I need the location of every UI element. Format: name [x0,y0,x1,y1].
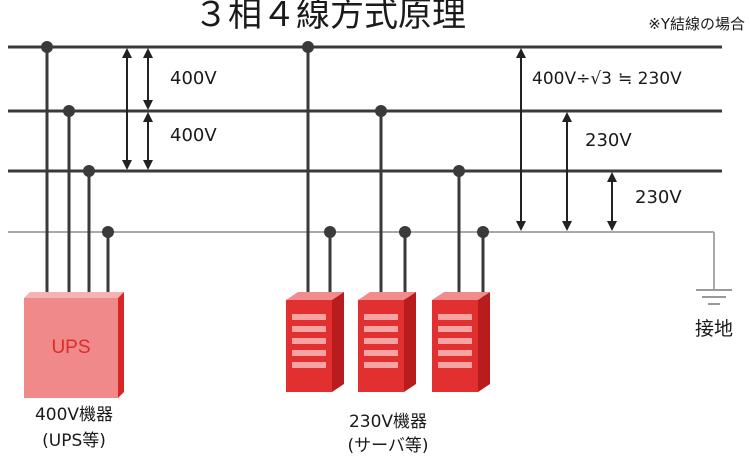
server-unit-2 [358,292,416,392]
ground-label: 接地 [695,318,733,340]
diagram-title: ３相４線方式原理 [194,0,466,35]
formula-left: 400V÷ [532,69,590,89]
ups-connections [45,47,110,300]
voltage-arrows [122,48,617,231]
voltage-label-230v-phase2: 230V [585,130,632,151]
formula-right: ≒ 230V [618,69,682,89]
server-unit-1 [286,292,344,392]
ups-box-label: UPS [51,337,90,358]
ups-junction-dots [41,41,114,238]
ground-symbol [696,289,732,305]
voltage-label-230v-phase3: 230V [635,187,682,208]
server-caption-line1: 230V機器 [349,412,427,432]
ups-side-face [118,292,124,398]
server-caption-line2: (サーバ等) [347,436,428,456]
server-unit-3 [432,292,490,392]
ups-unit [24,292,124,398]
formula-sqrt3: √3 [590,69,612,89]
y-connection-note: ※Y結線の場合 [648,15,745,33]
bus-lines [8,45,722,290]
voltage-label-400v-lower: 400V [170,125,217,146]
phase-voltage-formula: 400V÷√3 ≒ 230V [532,69,682,89]
ups-caption-line2: (UPS等) [42,431,106,451]
ups-front-face [24,298,118,398]
ups-caption-line1: 400V機器 [35,405,113,425]
voltage-label-400v-upper: 400V [170,68,217,89]
ups-top-face [24,292,124,298]
server-junction-dots [302,41,489,238]
server-connections [306,47,485,300]
